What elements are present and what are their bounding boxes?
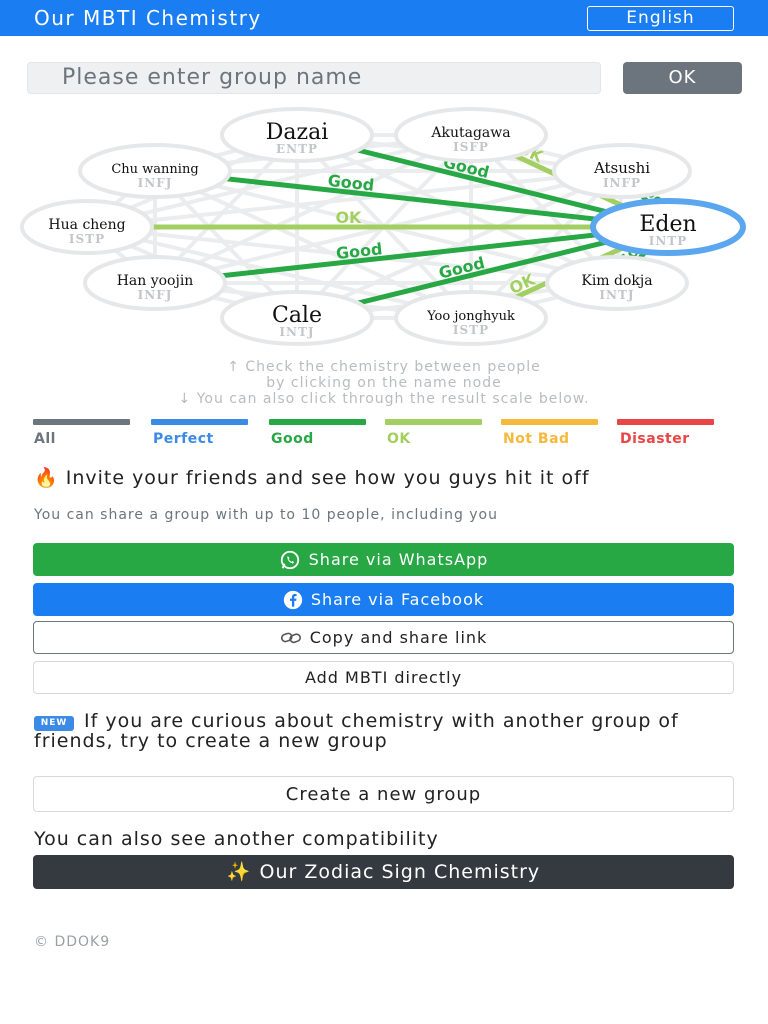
scale-label-ok[interactable]: OK bbox=[387, 431, 411, 447]
chemistry-graph-svg: GoodOKGoodGoodOKGoodGoodOKGood DazaiENTP… bbox=[20, 107, 746, 346]
edge-eden-han-yoojin[interactable] bbox=[154, 224, 669, 286]
node-name: Dazai bbox=[266, 120, 329, 145]
share-facebook-button[interactable]: Share via Facebook bbox=[33, 583, 734, 616]
invite-title-text: Invite your friends and see how you guys… bbox=[65, 467, 590, 489]
node-circle bbox=[552, 143, 692, 199]
scale-label-not-bad[interactable]: Not Bad bbox=[503, 431, 570, 447]
another-compatibility-text: You can also see another compatibility bbox=[34, 828, 439, 850]
node-circle bbox=[20, 199, 154, 255]
hint-line-2: by clicking on the name node bbox=[266, 375, 502, 391]
whatsapp-icon bbox=[279, 549, 301, 571]
scale-bar-not-bad[interactable] bbox=[501, 419, 598, 425]
link-icon bbox=[280, 630, 302, 646]
sparkles-icon: ✨ bbox=[226, 860, 252, 883]
hint-line-3: ↓ You can also click through the result … bbox=[178, 391, 590, 407]
node-mbti: INTJ bbox=[279, 325, 314, 339]
background-link bbox=[86, 169, 623, 229]
scale-bar-disaster[interactable] bbox=[617, 419, 714, 425]
node-mbti: INFJ bbox=[138, 288, 173, 302]
create-new-group-button[interactable]: Create a new group bbox=[33, 776, 734, 812]
scale-bar-ok[interactable] bbox=[385, 419, 482, 425]
scale-label-disaster[interactable]: Disaster bbox=[620, 431, 690, 447]
node-name: Kim dokja bbox=[581, 273, 652, 289]
facebook-icon bbox=[283, 590, 303, 610]
node-name: Chu wanning bbox=[111, 162, 198, 177]
node-mbti: INTJ bbox=[599, 288, 634, 302]
add-mbti-button[interactable]: Add MBTI directly bbox=[33, 661, 734, 694]
zodiac-chemistry-label: Our Zodiac Sign Chemistry bbox=[259, 860, 541, 883]
node-name: Atsushi bbox=[593, 159, 650, 177]
scale-label-good[interactable]: Good bbox=[271, 431, 314, 447]
node-mbti: ISTP bbox=[69, 232, 105, 246]
new-group-prompt-text: If you are curious about chemistry with … bbox=[34, 710, 679, 752]
share-facebook-label: Share via Facebook bbox=[310, 590, 485, 609]
chemistry-graph: GoodOKGoodGoodOKGoodGoodOKGood DazaiENTP… bbox=[0, 105, 768, 350]
ok-button[interactable]: OK bbox=[623, 62, 742, 94]
share-whatsapp-button[interactable]: Share via WhatsApp bbox=[33, 543, 734, 576]
scale-bar-all[interactable] bbox=[33, 419, 130, 425]
language-button[interactable]: English bbox=[587, 6, 734, 31]
fire-icon: 🔥 bbox=[34, 467, 59, 489]
scale-bar-good[interactable] bbox=[269, 419, 366, 425]
footer-copyright: © DDOK9 bbox=[34, 934, 111, 950]
node-name: Hua cheng bbox=[48, 217, 125, 233]
node-circle bbox=[590, 198, 746, 256]
node-mbti: INFP bbox=[603, 176, 641, 190]
background-link bbox=[154, 169, 472, 320]
top-nav-bar: Our MBTI Chemistry English bbox=[0, 0, 768, 36]
node-name: Yoo jonghyuk bbox=[426, 309, 515, 324]
node-mbti: INFJ bbox=[138, 176, 173, 190]
hint-line-1: ↑ Check the chemistry between people bbox=[227, 359, 541, 375]
node-circle bbox=[78, 143, 232, 199]
edge-label-hua-cheng: OK bbox=[335, 208, 362, 227]
invite-title: 🔥 Invite your friends and see how you gu… bbox=[34, 468, 744, 488]
node-mbti: ENTP bbox=[276, 142, 318, 156]
node-circle bbox=[394, 290, 548, 346]
node-circle bbox=[83, 255, 227, 311]
node-circle bbox=[394, 107, 548, 163]
app-title[interactable]: Our MBTI Chemistry bbox=[34, 6, 262, 30]
node-name: Cale bbox=[272, 303, 322, 328]
node-mbti: ISFP bbox=[453, 140, 489, 154]
zodiac-chemistry-button[interactable]: ✨ Our Zodiac Sign Chemistry bbox=[33, 855, 734, 889]
new-badge-icon: NEW bbox=[34, 716, 74, 731]
node-name: Akutagawa bbox=[430, 125, 510, 141]
scale-label-perfect[interactable]: Perfect bbox=[153, 431, 214, 447]
group-name-input[interactable]: Please enter group name bbox=[27, 62, 601, 94]
node-name: Eden bbox=[639, 212, 696, 237]
scale-bar-perfect[interactable] bbox=[151, 419, 248, 425]
scale-label-all[interactable]: All bbox=[34, 431, 56, 447]
invite-subtitle: You can share a group with up to 10 peop… bbox=[34, 507, 498, 523]
share-whatsapp-label: Share via WhatsApp bbox=[308, 550, 489, 569]
copy-share-link-button[interactable]: Copy and share link bbox=[33, 621, 734, 654]
node-circle bbox=[220, 107, 374, 163]
background-link bbox=[86, 225, 618, 285]
node-mbti: INTP bbox=[649, 234, 688, 248]
node-circle bbox=[220, 290, 374, 346]
edge-eden-chu-wanning[interactable] bbox=[154, 168, 669, 230]
graph-nodes: DazaiENTPAkutagawaISFPAtsushiINFPEdenINT… bbox=[20, 107, 746, 346]
node-circle bbox=[545, 255, 689, 311]
node-mbti: ISTP bbox=[453, 323, 489, 337]
node-name: Han yoojin bbox=[117, 273, 194, 289]
copy-share-link-label: Copy and share link bbox=[309, 628, 488, 647]
